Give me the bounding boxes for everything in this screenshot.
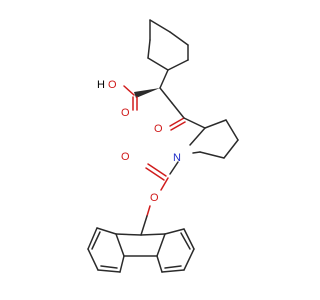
bond-alpha-to-ch2	[159, 87, 173, 104]
acid-carbonyl-o-label: O	[121, 107, 130, 119]
ketone-o-label: O	[154, 123, 163, 135]
ring-n-label: N	[173, 152, 181, 164]
carbamate-o-double-label: O	[121, 151, 130, 163]
carbamate-group: O O	[121, 151, 179, 204]
cyclohexyl-ring	[147, 19, 189, 71]
bond-o-to-ch2	[146, 205, 151, 217]
stereo-wedge-bond	[134, 88, 160, 98]
bond-ch2-to-c9	[140, 215, 148, 236]
carboxylic-acid-group: H O O	[97, 79, 138, 119]
acid-oh-o-label: O	[108, 79, 117, 91]
pyrrolidine-ring: N	[173, 119, 239, 164]
chemical-structure: H O O O N O O	[87, 19, 239, 273]
bond-ketone-to-pyrrolidine	[183, 117, 206, 129]
ketone-group: O	[154, 117, 186, 135]
carbamate-o-single-label: O	[150, 192, 159, 204]
fluorenyl-group	[87, 227, 195, 273]
bond-ch2-to-ketone	[171, 102, 185, 119]
acid-h-label: H	[97, 79, 105, 91]
bond-ring-to-alpha	[159, 69, 169, 89]
